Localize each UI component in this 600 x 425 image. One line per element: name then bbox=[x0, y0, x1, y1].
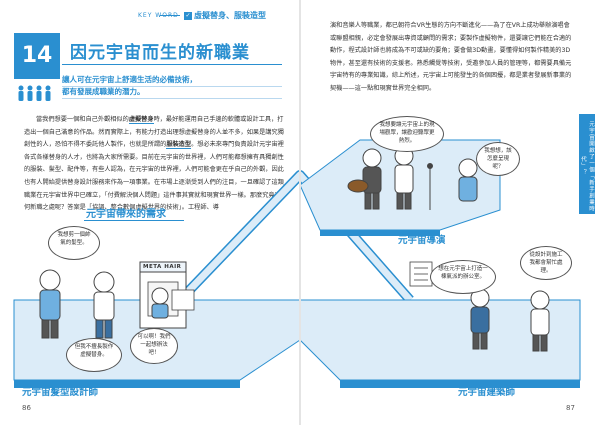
shop-sign-board bbox=[171, 289, 195, 311]
title-divider bbox=[62, 64, 282, 65]
label-hair-designer: 元宇宙髮型設計師 bbox=[22, 387, 99, 398]
page-gutter bbox=[299, 0, 301, 425]
lead-line-2: 都有發展成職業的潛力。 bbox=[62, 87, 145, 96]
lead-text: 讓人可在元宇宙上舒適生活的必備技術， 都有發展成職業的潛力。 bbox=[62, 74, 262, 98]
left-paragraph: 當我們想要一個和自己外觀相似的虛擬替身時，最好能運用自己手邊的軟體或設計工具，打… bbox=[24, 114, 286, 215]
building-sketch bbox=[409, 261, 433, 287]
lead-divider bbox=[62, 86, 282, 87]
lead-divider bbox=[62, 98, 282, 99]
section-divider bbox=[84, 220, 184, 221]
people-icon bbox=[18, 85, 51, 101]
lead-line-1: 讓人可在元宇宙上舒適生活的必備技術， bbox=[62, 75, 197, 84]
architect-figure bbox=[530, 290, 550, 352]
highlight-term: 虛擬替身 bbox=[128, 116, 154, 124]
bubble-architect-a: 從設計到施工我都會幫忙處理。 bbox=[520, 246, 572, 280]
text-run: 。想必未來專門負責設計元宇宙裡各式各樣替身的人才，也將為大家所需要。目前在元宇宙… bbox=[24, 141, 284, 212]
side-tab-label: 元宇宙開啟了一個「新手創業時代」？ bbox=[580, 120, 594, 212]
chapter-title: 因元宇宙而生的新職業 bbox=[70, 43, 250, 63]
bubble-director-a: 我想想，該怎麼呈現呢？ bbox=[476, 142, 520, 176]
highlight-term: 服裝造型 bbox=[166, 141, 192, 150]
label-architect: 元宇宙建築師 bbox=[458, 387, 516, 398]
director-figure bbox=[458, 158, 478, 202]
left-body-text: 當我們想要一個和自己外觀相似的虛擬替身時，最好能運用自己手邊的軟體或設計工具，打… bbox=[24, 114, 286, 215]
text-run: 時，最好能運用自己手邊的軟體或設計工具，打造出一個自己滿意的作品。然而實際上，有… bbox=[24, 116, 284, 149]
keyword-label: KEY WORD bbox=[138, 12, 179, 19]
bubble-want-hair: 我想剪一個帥氣的髮型。 bbox=[48, 226, 100, 260]
chapter-number: 14 bbox=[14, 33, 60, 79]
customer-figure-2 bbox=[93, 271, 115, 339]
label-director: 元宇宙導演 bbox=[398, 235, 446, 246]
bubble-cant-do: 但我不擅長製作虛擬替身。 bbox=[66, 338, 122, 372]
chapter-side-tab[interactable]: 元宇宙開啟了一個「新手創業時代」？ bbox=[579, 114, 595, 214]
right-platform bbox=[299, 299, 581, 381]
bubble-architect-q: 想在元宇宙上打造一棟氣派的辦公室。 bbox=[430, 260, 496, 294]
microphone-stand bbox=[427, 163, 433, 210]
right-paragraph: 演和音樂人等職業，都已朝符合VR生態的方向不斷進化——為了在VR上成功舉辦演唱會… bbox=[330, 22, 572, 92]
guitarist-figure bbox=[347, 148, 382, 210]
keyword-text: 虛擬替身、服裝造型 bbox=[194, 11, 266, 20]
shop-booth bbox=[139, 261, 187, 329]
page-number-right: 87 bbox=[566, 404, 575, 412]
right-body-text: 演和音樂人等職業，都已朝符合VR生態的方向不斷進化——為了在VR上成功舉辦演唱會… bbox=[330, 20, 574, 96]
section-heading: 元宇宙帶來的需求 bbox=[86, 209, 166, 220]
client-figure bbox=[470, 288, 490, 350]
keyword-divider bbox=[160, 15, 180, 16]
singer-figure bbox=[394, 146, 414, 210]
top-stage bbox=[299, 139, 501, 231]
bubble-ok: 可以啊！我們一起想辦法吧！ bbox=[130, 328, 178, 364]
shop-sign: META HAIR bbox=[143, 264, 182, 270]
keyword-title: ✓虛擬替身、服裝造型 bbox=[184, 10, 266, 21]
text-run: 當我們想要一個和自己外觀相似的 bbox=[36, 116, 129, 123]
bubble-director-q: 我想要讓元宇宙上的現場觀眾，讓歡迎聽眾更熱烈。 bbox=[370, 116, 444, 152]
stylist-figure bbox=[151, 287, 169, 319]
customer-figure bbox=[39, 269, 61, 339]
check-icon: ✓ bbox=[184, 11, 192, 20]
page-number-left: 86 bbox=[22, 404, 31, 412]
